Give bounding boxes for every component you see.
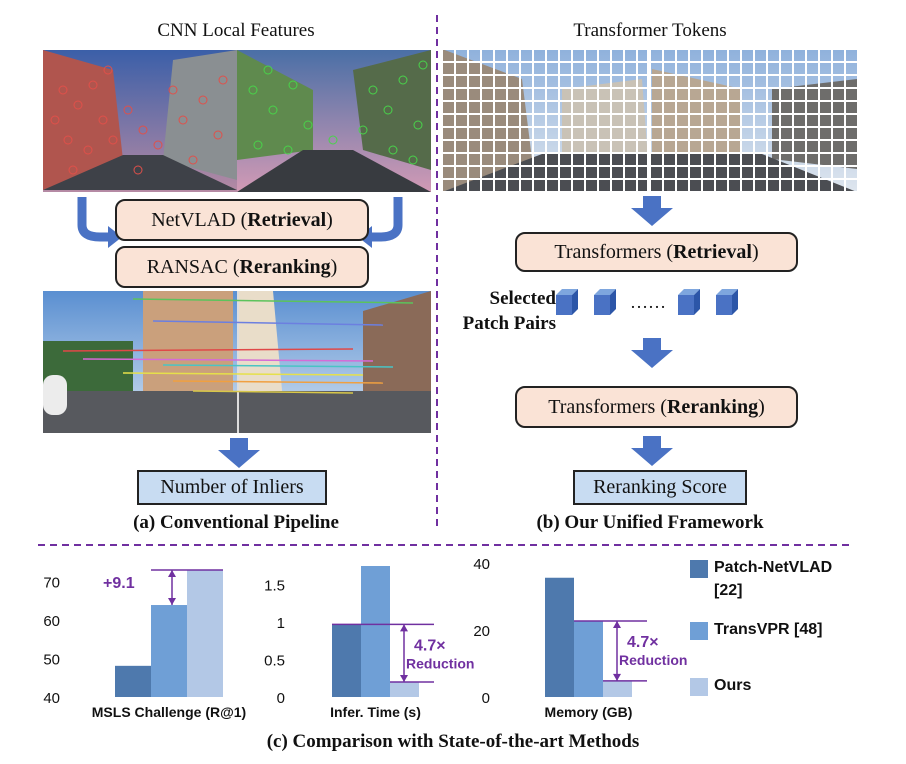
ransac-reranking-box: RANSAC (Reranking) (115, 246, 369, 288)
legend-label-patch-netvlad-ref: [22] (714, 582, 743, 599)
y-tick-label: 0 (482, 690, 490, 707)
y-tick-label: 50 (43, 652, 60, 669)
transformer-tokens-image (442, 49, 857, 192)
left-caption: (a) Conventional Pipeline (133, 512, 339, 533)
ransac-reranking-bold: Reranking (239, 255, 331, 278)
y-tick-label: 40 (473, 556, 490, 573)
legend-swatch-transvpr (690, 622, 708, 640)
annotation-subtext: Reduction (406, 655, 474, 671)
legend-swatch-patch-netvlad (690, 560, 708, 578)
transformers-reranking-bold: Reranking (666, 395, 759, 418)
legend-label-patch-netvlad: Patch-NetVLAD (714, 559, 833, 576)
annotation-text: +9.1 (103, 575, 135, 592)
y-tick-label: 1.5 (264, 578, 285, 595)
netvlad-retrieval-bold: Retrieval (247, 208, 327, 231)
y-tick-label: 20 (473, 623, 490, 640)
transformers-retrieval-prefix: Transformers ( (554, 240, 674, 263)
selected-patch-pairs-label: Selected Patch Pairs (446, 286, 556, 336)
bottom-caption: (c) Comparison with State-of-the-art Met… (266, 731, 640, 752)
y-tick-label: 1 (277, 615, 285, 632)
bar (603, 680, 632, 697)
right-down-arrow-2 (631, 338, 673, 368)
transformers-retrieval-box: Transformers (Retrieval) (515, 232, 798, 272)
x-axis-label: Memory (GB) (545, 704, 633, 720)
reranking-score-box: Reranking Score (573, 470, 747, 505)
bar (545, 577, 574, 697)
bar (574, 620, 603, 697)
bar (390, 682, 419, 697)
x-axis-label: MSLS Challenge (R@1) (92, 704, 246, 720)
transformers-reranking-box: Transformers (Reranking) (515, 386, 798, 428)
arrow-head (168, 598, 176, 606)
ransac-matches-image (43, 291, 431, 433)
bar (332, 624, 361, 697)
netvlad-retrieval-box: NetVLAD (Retrieval) (115, 199, 369, 241)
bar (151, 605, 187, 697)
legend-label-ours: Ours (714, 677, 752, 694)
ellipsis-dots: …… (630, 292, 666, 312)
right-down-arrow-3 (631, 436, 673, 466)
right-down-arrow-1 (631, 196, 673, 226)
y-tick-label: 60 (43, 613, 60, 630)
right-caption: (b) Our Unified Framework (536, 512, 764, 533)
netvlad-retrieval-suffix: ) (326, 208, 333, 231)
bar (361, 566, 390, 697)
arrow-head (613, 620, 621, 628)
arrow-head (400, 675, 408, 683)
annotation-text: 4.7× (414, 637, 446, 654)
annotation-text: 4.7× (627, 634, 659, 651)
patch-label-line-1: Selected (489, 288, 556, 309)
legend-label-transvpr: TransVPR [48] (714, 621, 823, 638)
x-axis-label: Infer. Time (s) (330, 704, 421, 720)
y-tick-label: 70 (43, 575, 60, 592)
annotation-subtext: Reduction (619, 652, 687, 668)
arrow-head (400, 624, 408, 632)
patch-cubes (556, 289, 738, 315)
transformers-reranking-suffix: ) (758, 395, 765, 418)
transformers-reranking-prefix: Transformers ( (548, 395, 667, 418)
y-tick-label: 0.5 (264, 653, 285, 670)
right-panel-title: Transformer Tokens (573, 20, 727, 41)
cube-icon (716, 289, 738, 315)
netvlad-retrieval-prefix: NetVLAD ( (151, 208, 248, 231)
cube-icon (678, 289, 700, 315)
left-panel-title: CNN Local Features (157, 20, 315, 41)
cube-icon (556, 289, 578, 315)
arrow-head (168, 570, 176, 577)
y-tick-label: 40 (43, 690, 60, 707)
bar (187, 570, 223, 697)
transformers-retrieval-bold: Retrieval (673, 240, 752, 263)
cube-icon (594, 289, 616, 315)
patch-label-line-2: Patch Pairs (462, 313, 556, 334)
transformers-retrieval-suffix: ) (751, 240, 759, 263)
legend-swatch-ours (690, 678, 708, 696)
left-down-arrow (218, 438, 260, 468)
number-of-inliers-box: Number of Inliers (137, 470, 327, 505)
y-tick-label: 0 (277, 690, 285, 707)
ransac-reranking-suffix: ) (330, 255, 338, 278)
bar (115, 665, 151, 697)
cnn-features-image (43, 50, 431, 192)
arrow-head (613, 673, 621, 681)
ransac-reranking-prefix: RANSAC ( (146, 255, 240, 278)
